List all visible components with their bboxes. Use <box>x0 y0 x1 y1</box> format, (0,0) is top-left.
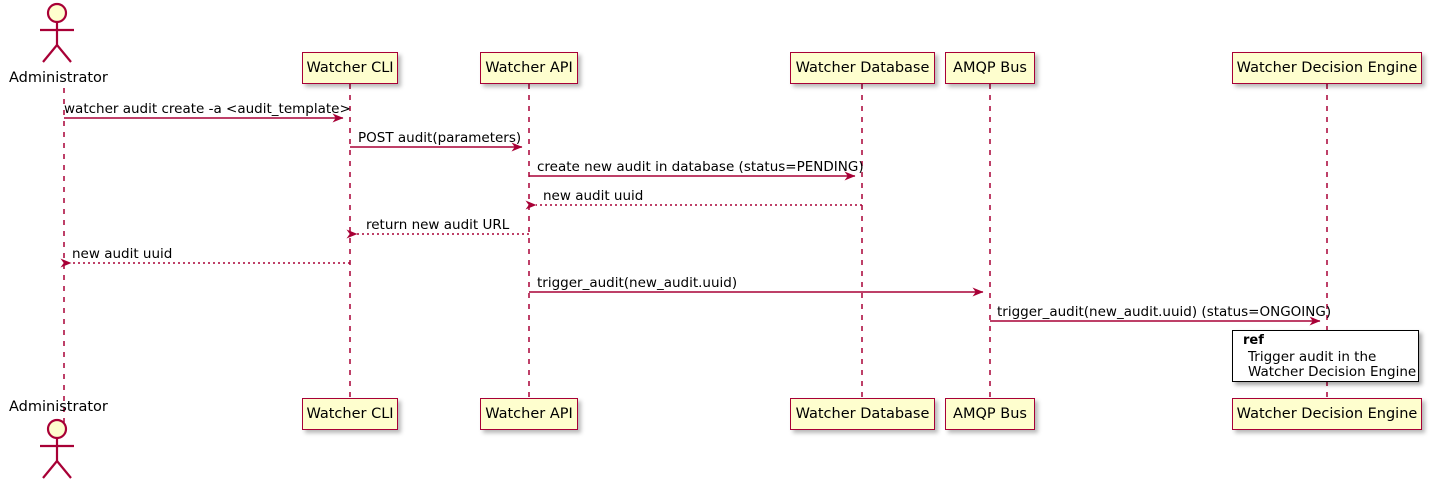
participant-box-watcher-decision-engine-top[interactable]: Watcher Decision Engine <box>1232 52 1422 84</box>
actor-label-administrator-bottom: Administrator <box>9 399 108 415</box>
ref-fragment-tab-label: ref <box>1243 333 1264 348</box>
ref-fragment-line-1: Trigger audit in the <box>1248 349 1377 365</box>
message-label-5: return new audit URL <box>366 217 510 233</box>
participant-box-watcher-decision-engine-bottom[interactable]: Watcher Decision Engine <box>1232 398 1422 430</box>
participant-box-watcher-api-bottom[interactable]: Watcher API <box>480 398 578 430</box>
lifelines <box>63 84 1328 432</box>
actor-administrator-bottom-figure <box>40 418 74 479</box>
message-label-3: create new audit in database (status=PEN… <box>537 159 864 175</box>
message-label-6: new audit uuid <box>72 246 173 262</box>
participant-label: Watcher Decision Engine <box>1236 406 1418 422</box>
participant-box-amqp-bus-bottom[interactable]: AMQP Bus <box>945 398 1035 430</box>
participant-label: AMQP Bus <box>953 406 1027 422</box>
participant-label: Watcher CLI <box>306 60 394 76</box>
message-label-8: trigger_audit(new_audit.uuid) (status=ON… <box>997 304 1332 320</box>
participant-box-watcher-cli-bottom[interactable]: Watcher CLI <box>302 398 398 430</box>
actor-label-administrator-top: Administrator <box>9 70 108 86</box>
message-label-7: trigger_audit(new_audit.uuid) <box>537 275 738 291</box>
participant-label: Watcher API <box>485 406 573 422</box>
participant-box-watcher-api-top[interactable]: Watcher API <box>480 52 578 84</box>
ref-fragment-box[interactable] <box>1232 330 1419 382</box>
participant-box-watcher-database-top[interactable]: Watcher Database <box>790 52 935 84</box>
participant-label: AMQP Bus <box>953 60 1027 76</box>
message-label-4: new audit uuid <box>543 188 644 204</box>
message-label-2: POST audit(parameters) <box>358 130 522 146</box>
actor-administrator-top-figure <box>40 2 74 63</box>
participant-label: Watcher API <box>485 60 573 76</box>
participant-box-amqp-bus-top[interactable]: AMQP Bus <box>945 52 1035 84</box>
participant-box-watcher-cli-top[interactable]: Watcher CLI <box>302 52 398 84</box>
participant-label: Watcher Database <box>795 60 930 76</box>
participant-label: Watcher Database <box>795 406 930 422</box>
ref-fragment-line-2: Watcher Decision Engine <box>1248 364 1417 380</box>
message-arrows <box>60 113 1321 326</box>
participant-label: Watcher Decision Engine <box>1236 60 1418 76</box>
message-label-1: watcher audit create -a <audit_template> <box>64 101 351 117</box>
participant-box-watcher-database-bottom[interactable]: Watcher Database <box>790 398 935 430</box>
participant-label: Watcher CLI <box>306 406 394 422</box>
